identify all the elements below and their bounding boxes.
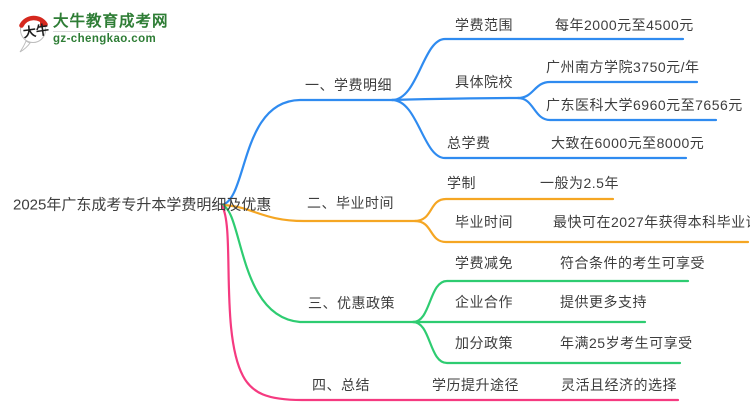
- edge-branch4-main: [220, 204, 680, 402]
- logo-mark-icon: 大牛: [19, 15, 50, 53]
- edge-branch3-main: [220, 203, 415, 324]
- site-logo: 大牛 大牛教育成考网 gz-chengkao.com: [14, 10, 168, 56]
- edge-branch1-school-b: [516, 96, 718, 122]
- edge-branch1-fee-range: [390, 37, 685, 102]
- subnode-pathway-label: 学历提升途径: [432, 377, 519, 393]
- subnode-graduation-label: 毕业时间: [455, 214, 513, 230]
- branch2-label: 二、毕业时间: [307, 195, 394, 211]
- subnode-school-a-value: 广州南方学院3750元/年: [546, 59, 700, 75]
- edge-branch1-schools: [390, 96, 520, 102]
- root-node: 2025年广东成考专升本学费明细及优惠: [13, 196, 272, 214]
- subnode-duration-value: 一般为2.5年: [540, 175, 619, 191]
- subnode-graduation-value: 最快可在2027年获得本科毕业证书: [553, 214, 750, 230]
- logo-domain: gz-chengkao.com: [53, 33, 157, 45]
- subnode-bonus-value: 年满25岁考生可享受: [560, 335, 693, 351]
- edge-branch3-bonus: [411, 320, 682, 365]
- subnode-fee-range-value: 每年2000元至4500元: [555, 17, 694, 33]
- edge-branch2-main: [220, 203, 417, 223]
- subnode-total-fee-value: 大致在6000元至8000元: [551, 135, 705, 151]
- edge-branch3-waiver: [411, 279, 690, 324]
- branch4-label: 四、总结: [312, 377, 370, 393]
- subnode-enterprise-label: 企业合作: [455, 294, 513, 310]
- edge-branch2-duration: [413, 197, 615, 223]
- svg-text:大牛: 大牛: [22, 22, 50, 40]
- subnode-duration-label: 学制: [447, 175, 476, 191]
- subnode-schools-label: 具体院校: [455, 74, 513, 90]
- edge-branch1-main: [220, 98, 394, 207]
- subnode-enterprise-value: 提供更多支持: [560, 294, 647, 310]
- subnode-school-b-value: 广东医科大学6960元至7656元: [546, 97, 743, 113]
- edge-branch1-total-fee: [390, 98, 688, 160]
- subnode-pathway-value: 灵活且经济的选择: [561, 377, 677, 393]
- subnode-fee-range-label: 学费范围: [455, 17, 513, 33]
- subnode-total-fee-label: 总学费: [447, 135, 491, 151]
- edge-branch1-school-a: [516, 80, 699, 100]
- branch3-label: 三、优惠政策: [308, 295, 395, 311]
- subnode-waiver-label: 学费减免: [455, 255, 513, 271]
- logo-divider: [53, 31, 152, 32]
- logo-title: 大牛教育成考网: [53, 13, 169, 30]
- edge-branch2-graduation: [413, 219, 750, 244]
- subnode-bonus-label: 加分政策: [455, 335, 513, 351]
- subnode-waiver-value: 符合条件的考生可享受: [560, 255, 705, 271]
- branch1-label: 一、学费明细: [305, 77, 392, 93]
